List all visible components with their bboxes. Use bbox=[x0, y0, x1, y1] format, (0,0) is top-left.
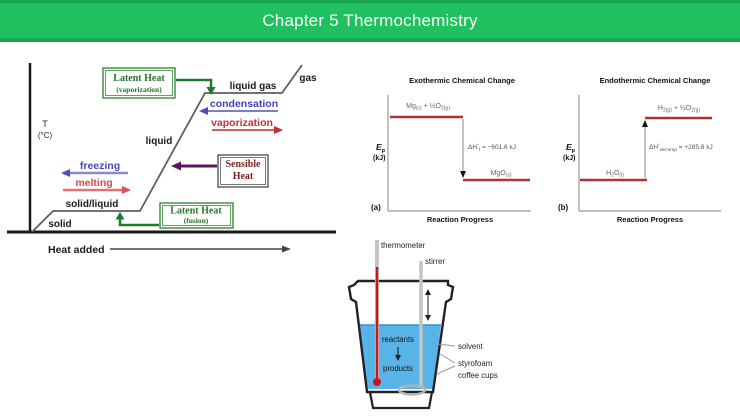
y-axis-label: T bbox=[42, 119, 48, 129]
exothermic-diagram: Exothermic Chemical Change Ep (kJ) Mg(s)… bbox=[371, 76, 531, 224]
reactants-to-products-arrow-icon bbox=[395, 347, 401, 361]
thermometer-label: thermometer bbox=[381, 241, 426, 250]
stirrer-updown-arrow-icon bbox=[425, 289, 431, 321]
enthalpy-value: ΔH°f = −601.6 kJ bbox=[468, 143, 516, 153]
stirrer-icon bbox=[397, 261, 427, 396]
latent-vap-sublabel: (vaporization) bbox=[116, 85, 162, 94]
phase-liquid-gas: liquid gas bbox=[230, 81, 277, 92]
endothermic-diagram: Endothermic Chemical Change Ep (kJ) H2O(… bbox=[558, 76, 721, 224]
phase-solid-liquid: solid/liquid bbox=[66, 199, 119, 210]
panel-label: (b) bbox=[558, 203, 569, 212]
panel-label: (a) bbox=[371, 203, 381, 212]
x-axis-label: Reaction Progress bbox=[427, 215, 493, 224]
phase-gas: gas bbox=[299, 73, 317, 84]
cup-outline bbox=[347, 279, 455, 394]
enthalpy-down-arrow-icon bbox=[460, 119, 466, 178]
sensible-heat-label-2: Heat bbox=[233, 171, 254, 182]
solvent-label: solvent bbox=[458, 342, 484, 351]
y-axis-unit: (kJ) bbox=[373, 155, 385, 162]
heat-added-arrow-icon bbox=[110, 245, 291, 253]
melting-arrow-icon bbox=[63, 186, 131, 194]
reactant-formula: H2O(l) bbox=[606, 170, 624, 179]
solvent-pointer-line bbox=[437, 343, 456, 347]
heating-curve-line bbox=[31, 64, 303, 233]
x-axis-label: Heat added bbox=[48, 244, 105, 256]
y-axis-unit: (°C) bbox=[38, 131, 53, 140]
cups-pointer-line-2 bbox=[436, 365, 456, 375]
freezing-label: freezing bbox=[80, 160, 120, 172]
latent-vap-label: Latent Heat bbox=[113, 73, 165, 84]
product-formula: MgO(s) bbox=[490, 170, 511, 179]
phase-liquid: liquid bbox=[146, 136, 173, 147]
vaporization-label: vaporization bbox=[211, 117, 273, 129]
latent-heat-vaporization-box: Latent Heat (vaporization) bbox=[102, 67, 176, 99]
latent-heat-fusion-box: Latent Heat (fusion) bbox=[159, 202, 234, 229]
condensation-label: condensation bbox=[210, 98, 278, 110]
y-axis-label: Ep bbox=[566, 142, 576, 154]
y-axis-label: Ep bbox=[376, 142, 386, 154]
reactants-label: reactants bbox=[382, 335, 414, 344]
stirrer-label: stirrer bbox=[425, 257, 445, 266]
exothermic-title: Exothermic Chemical Change bbox=[409, 76, 515, 85]
inner-cup-bottom bbox=[368, 391, 434, 410]
enthalpy-up-arrow-icon bbox=[642, 120, 648, 178]
x-axis-label: Reaction Progress bbox=[617, 215, 683, 224]
sensible-heat-label-1: Sensible bbox=[225, 159, 261, 170]
enthalpy-value: ΔH°decomp = +285.8 kJ bbox=[649, 143, 713, 153]
latent-fus-label: Latent Heat bbox=[170, 206, 222, 217]
product-formula: H2(g) + ½O2(g) bbox=[658, 104, 700, 114]
latent-fus-arrow-icon bbox=[115, 212, 159, 227]
phase-solid: solid bbox=[48, 219, 71, 230]
sensible-heat-box: Sensible Heat bbox=[217, 154, 269, 188]
heating-curve-diagram: T (°C) Heat added solid solid/liquid liq… bbox=[7, 63, 336, 256]
sensible-heat-arrow-icon bbox=[171, 161, 217, 171]
endothermic-title: Endothermic Chemical Change bbox=[600, 76, 711, 85]
products-label: products bbox=[383, 364, 413, 373]
melting-label: melting bbox=[75, 177, 112, 189]
latent-fus-sublabel: (fusion) bbox=[184, 216, 209, 225]
reactant-formula: Mg(s) + ½O2(g) bbox=[406, 102, 450, 112]
cups-pointer-line-1 bbox=[439, 353, 456, 364]
y-axis-unit: (kJ) bbox=[563, 155, 575, 162]
freezing-arrow-icon bbox=[61, 169, 128, 177]
styrofoam-label-1: styrofoam bbox=[458, 359, 492, 368]
calorimeter-diagram: thermometer stirrer reactants products s… bbox=[347, 240, 498, 410]
thermometer-icon bbox=[373, 240, 381, 386]
latent-vap-arrow-icon bbox=[176, 78, 216, 95]
styrofoam-label-2: coffee cups bbox=[458, 371, 498, 380]
vaporization-arrow-icon bbox=[212, 126, 283, 134]
slide-title-bar: Chapter 5 Thermochemistry bbox=[0, 0, 740, 42]
condensation-arrow-icon bbox=[199, 107, 278, 115]
page-title: Chapter 5 Thermochemistry bbox=[262, 10, 478, 30]
